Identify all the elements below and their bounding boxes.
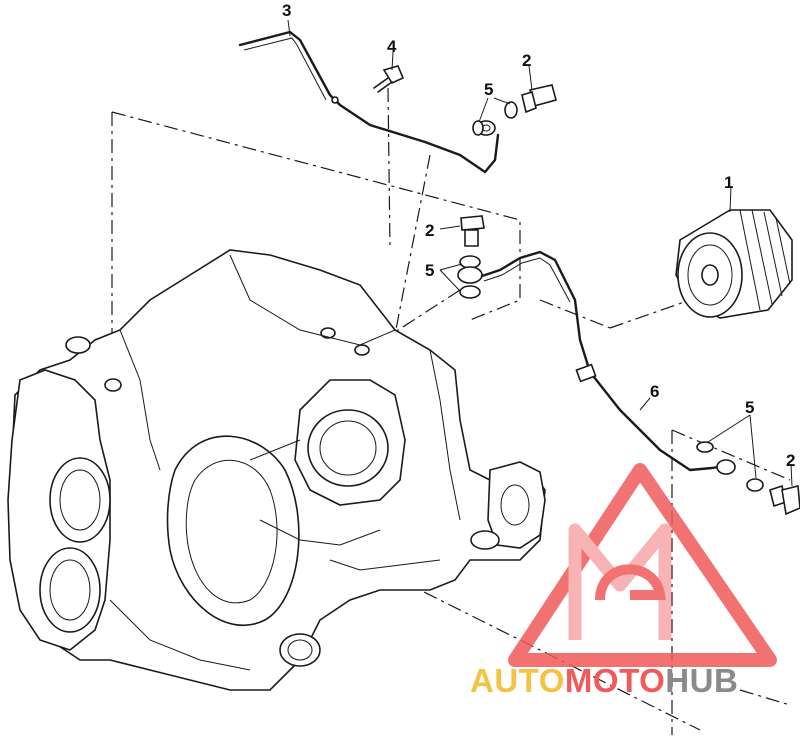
label-part-2-lower: 2 <box>786 451 795 470</box>
watermark-logo <box>508 463 777 667</box>
label-part-5-middle: 5 <box>425 261 434 280</box>
watermark-moto: MOTO <box>564 662 666 699</box>
label-part-3: 3 <box>282 1 291 20</box>
banjo-bolt-middle <box>457 215 485 299</box>
label-part-4: 4 <box>387 37 397 56</box>
label-part-6: 6 <box>650 382 659 401</box>
leader-lines <box>287 19 793 487</box>
banjo-bolt-upper <box>472 84 557 136</box>
oil-pipe-upper <box>238 30 500 174</box>
watermark-text: AUTOMOTOHUB <box>470 662 738 700</box>
label-part-5-lower: 5 <box>745 398 754 417</box>
oil-pipe-lower <box>480 250 736 475</box>
label-part-2-middle: 2 <box>425 221 434 240</box>
banjo-bolt-lower <box>696 441 800 516</box>
bolt-part-4 <box>373 65 405 93</box>
part-number-labels: 3 4 2 5 2 5 1 6 5 2 <box>282 1 795 470</box>
label-part-2-upper: 2 <box>522 51 531 70</box>
label-part-1: 1 <box>724 173 733 192</box>
label-part-5-upper: 5 <box>484 80 493 99</box>
oil-filter <box>675 209 793 319</box>
watermark-auto: AUTO <box>470 662 565 699</box>
watermark-hub: HUB <box>665 662 739 699</box>
crankcase <box>7 249 546 691</box>
